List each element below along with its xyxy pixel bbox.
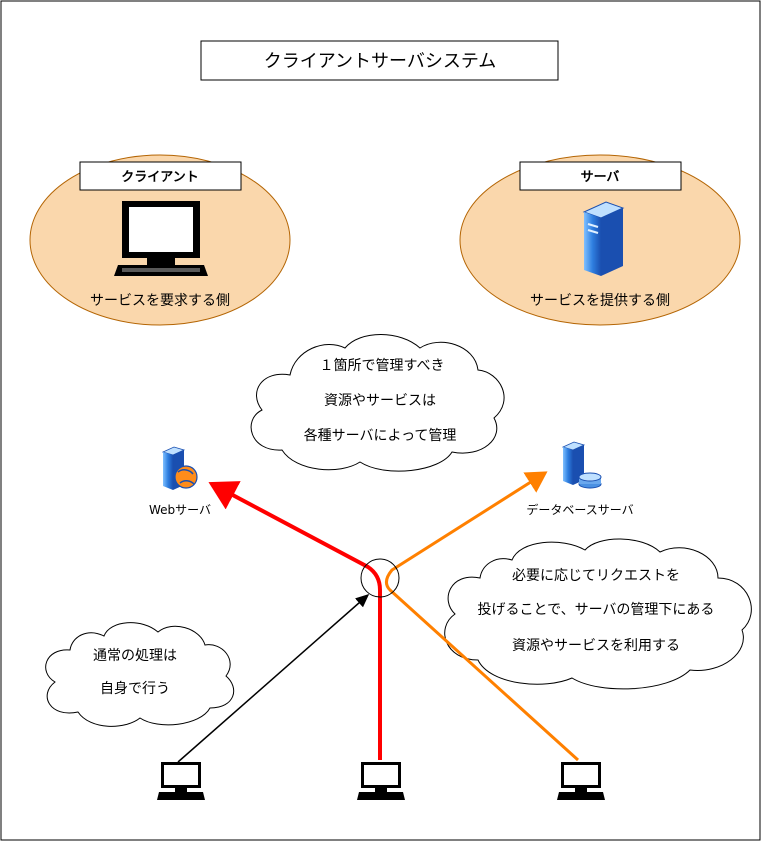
server-header: サーバ bbox=[581, 170, 620, 185]
cloud-right-line-1: 必要に応じてリクエストを bbox=[512, 568, 680, 584]
server-bubble: サーバ サービスを提供する側 bbox=[459, 154, 741, 326]
cloud-right-line-2: 投げることで、サーバの管理下にある bbox=[478, 602, 715, 618]
cloud-right: 必要に応じてリクエストを 投げることで、サーバの管理下にある 資源やサービスを利… bbox=[444, 538, 752, 690]
server-caption: サービスを提供する側 bbox=[530, 293, 670, 309]
cloud-left: 通常の処理は 自身で行う bbox=[45, 622, 235, 727]
black-request-line bbox=[177, 594, 370, 763]
junction-circle bbox=[360, 558, 400, 598]
title-box: クライアントサーバシステム bbox=[200, 40, 559, 81]
client-header: クライアント bbox=[121, 170, 198, 185]
cloud-top-line-1: １箇所で管理すべき bbox=[319, 357, 444, 374]
database-server-icon bbox=[561, 441, 602, 489]
title-text: クライアントサーバシステム bbox=[264, 51, 497, 72]
cloud-top: １箇所で管理すべき 資源やサービスは 各種サーバによって管理 bbox=[250, 334, 505, 472]
server-tower-icon bbox=[582, 201, 625, 276]
orange-request-line bbox=[385, 471, 580, 762]
client-pc-icon-right bbox=[557, 762, 605, 800]
client-pc-icon-left bbox=[157, 762, 205, 800]
web-server-icon bbox=[161, 446, 198, 490]
client-pc-icon-center bbox=[357, 762, 405, 800]
database-server-label: データベースサーバ bbox=[526, 502, 633, 517]
red-request-line bbox=[208, 481, 382, 760]
client-monitor-icon bbox=[114, 201, 208, 276]
client-caption: サービスを要求する側 bbox=[90, 293, 230, 309]
web-server-label: Webサーバ bbox=[149, 503, 211, 517]
cloud-left-line-2: 自身で行う bbox=[100, 681, 170, 697]
client-bubble: クライアント サービスを要求する側 bbox=[29, 154, 291, 326]
cloud-top-line-3: 各種サーバによって管理 bbox=[304, 428, 457, 444]
cloud-top-line-2: 資源やサービスは bbox=[324, 393, 436, 409]
cloud-right-line-3: 資源やサービスを利用する bbox=[512, 638, 680, 654]
cloud-left-line-1: 通常の処理は bbox=[93, 648, 177, 664]
